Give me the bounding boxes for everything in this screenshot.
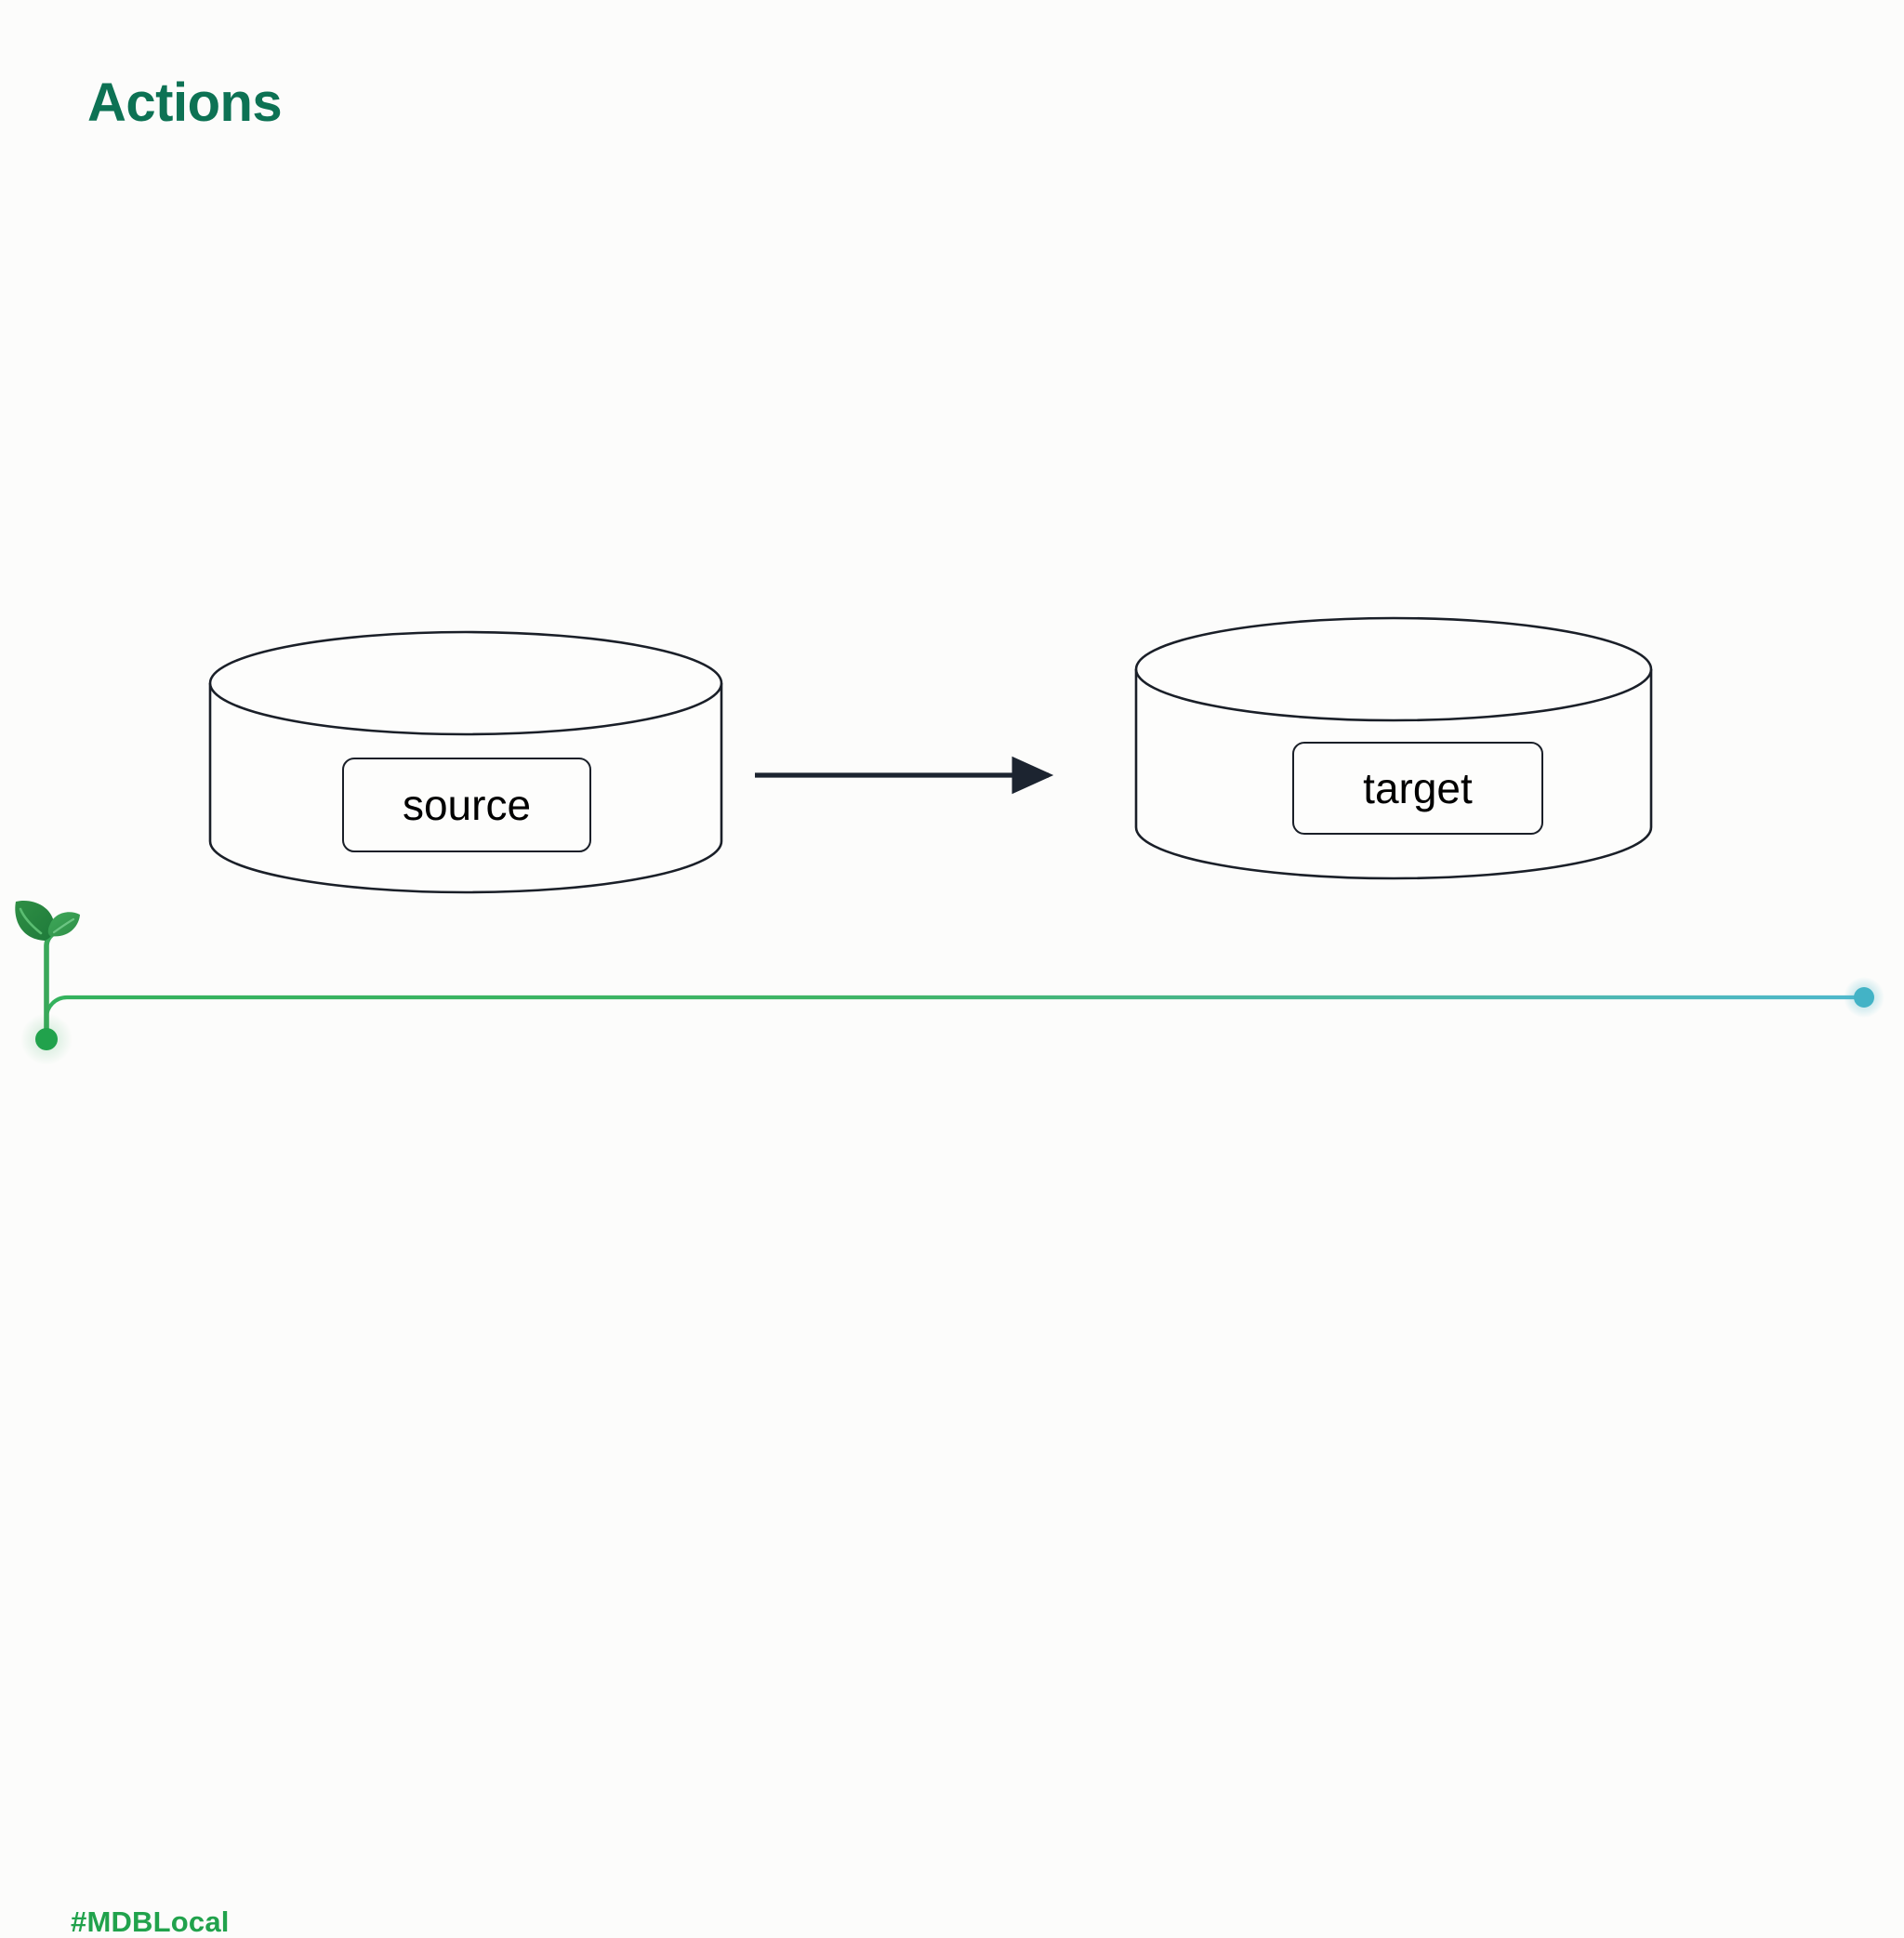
source-label-text: source [402, 781, 532, 829]
slide-canvas: Actions [0, 73, 1904, 1936]
target-label-text: target [1363, 764, 1473, 812]
footer-brand: #MDBLocal [0, 885, 1904, 1936]
cylinder-source-top [208, 630, 723, 736]
target-label-box[interactable]: target [1292, 742, 1543, 835]
page-title: Actions [87, 73, 283, 133]
source-label-box[interactable]: source [342, 758, 591, 852]
cylinder-target-top [1134, 616, 1653, 722]
brand-hashtag: #MDBLocal [71, 1905, 230, 1938]
